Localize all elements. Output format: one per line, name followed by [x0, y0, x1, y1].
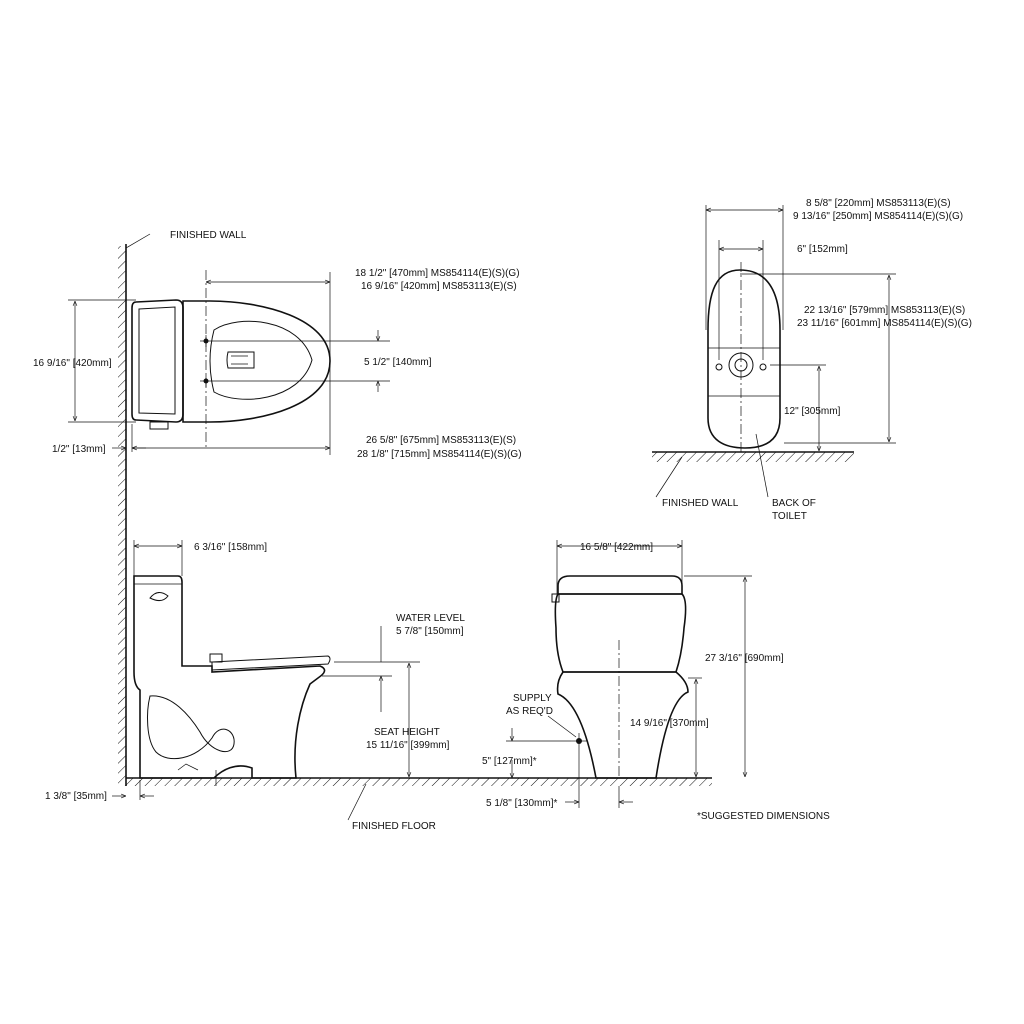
side-view: [112, 540, 456, 821]
top-view: [68, 233, 390, 786]
back-of-toilet-leader: [755, 433, 769, 498]
rear-wall-leader: [655, 456, 683, 498]
label-overall-a: 26 5/8" [675mm] MS853113(E)(S): [366, 435, 516, 446]
side-outline: [133, 575, 326, 779]
label-wall-gap: 1/2" [13mm]: [52, 444, 106, 455]
label-overall-b: 28 1/8" [715mm] MS854114(E)(S)(G): [357, 449, 522, 460]
flush-lever: [149, 421, 169, 430]
wall-leader: [125, 233, 151, 249]
label-back-of-toilet-1: BACK OF: [772, 498, 816, 509]
label-supply-height: 5" [127mm]*: [482, 756, 537, 767]
rear-floor-hatch: [652, 452, 854, 462]
wall-hatch: [118, 246, 126, 786]
label-top-length-b: 16 9/16" [420mm] MS853113(E)(S): [361, 281, 517, 292]
front-view: [456, 540, 752, 808]
rear-view: [652, 205, 896, 498]
supply-valve: [571, 733, 587, 749]
flush-handle-icon: [149, 592, 169, 602]
front-bowl: [556, 671, 689, 779]
seat-lid: [211, 655, 331, 671]
label-top-depth: 16 9/16" [420mm]: [33, 358, 112, 369]
front-floor-hatch: [456, 778, 712, 786]
label-rear-width-b: 9 13/16" [250mm] MS854114(E)(S)(G): [793, 211, 963, 222]
label-top-length-a: 18 1/2" [470mm] MS854114(E)(S)(G): [355, 268, 520, 279]
label-finished-floor: FINISHED FLOOR: [352, 821, 436, 832]
front-lever: [551, 593, 560, 603]
bowl-outline: [182, 300, 331, 423]
seat-hinge: [209, 653, 223, 663]
floor-hatch: [126, 778, 456, 786]
label-rear-height-a: 22 13/16" [579mm] MS853113(E)(S): [804, 305, 965, 316]
label-back-of-toilet-2: TOILET: [772, 511, 807, 522]
label-supply-1: SUPPLY: [513, 693, 552, 704]
rear-outline: [707, 269, 781, 449]
label-supply-2: AS REQ'D: [506, 706, 553, 717]
rear-bolt-left: [715, 363, 723, 371]
label-water-level-1: WATER LEVEL: [396, 613, 465, 624]
label-front-bowl: 14 9/16" [370mm]: [630, 718, 709, 729]
trapway: [147, 695, 235, 760]
label-rough-in: 12" [305mm]: [784, 406, 841, 417]
label-rear-6: 6" [152mm]: [797, 244, 848, 255]
label-bolt-spacing: 5 1/2" [140mm]: [364, 357, 432, 368]
supply-leader: [547, 715, 577, 738]
label-finished-wall-rear: FINISHED WALL: [662, 498, 739, 509]
label-front-height: 27 3/16" [690mm]: [705, 653, 784, 664]
label-supply-offset: 5 1/8" [130mm]*: [486, 798, 557, 809]
label-seat-height-2: 15 11/16" [399mm]: [366, 740, 450, 751]
label-side-tank: 6 3/16" [158mm]: [194, 542, 267, 553]
bowl-outlet: [226, 351, 255, 369]
label-rear-width-a: 8 5/8" [220mm] MS853113(E)(S): [806, 198, 951, 209]
rear-bolt-right: [759, 363, 767, 371]
label-finished-wall-top: FINISHED WALL: [170, 230, 247, 241]
front-tank-lid: [557, 575, 683, 595]
front-tank: [554, 593, 687, 673]
tank-outline: [131, 299, 184, 423]
tank-lid: [138, 306, 176, 415]
labels: FINISHED WALL 18 1/2" [470mm] MS854114(E…: [33, 198, 972, 832]
label-suggested-dimensions: *SUGGESTED DIMENSIONS: [697, 811, 830, 822]
label-rear-height-b: 23 11/16" [601mm] MS854114(E)(S)(G): [797, 318, 972, 329]
label-front-width: 16 5/8" [422mm]: [580, 542, 653, 553]
floor-leader: [347, 783, 367, 821]
label-water-level-2: 5 7/8" [150mm]: [396, 626, 464, 637]
label-seat-height-1: SEAT HEIGHT: [374, 727, 440, 738]
bowl-rim: [209, 320, 313, 400]
label-side-base: 1 3/8" [35mm]: [45, 791, 107, 802]
